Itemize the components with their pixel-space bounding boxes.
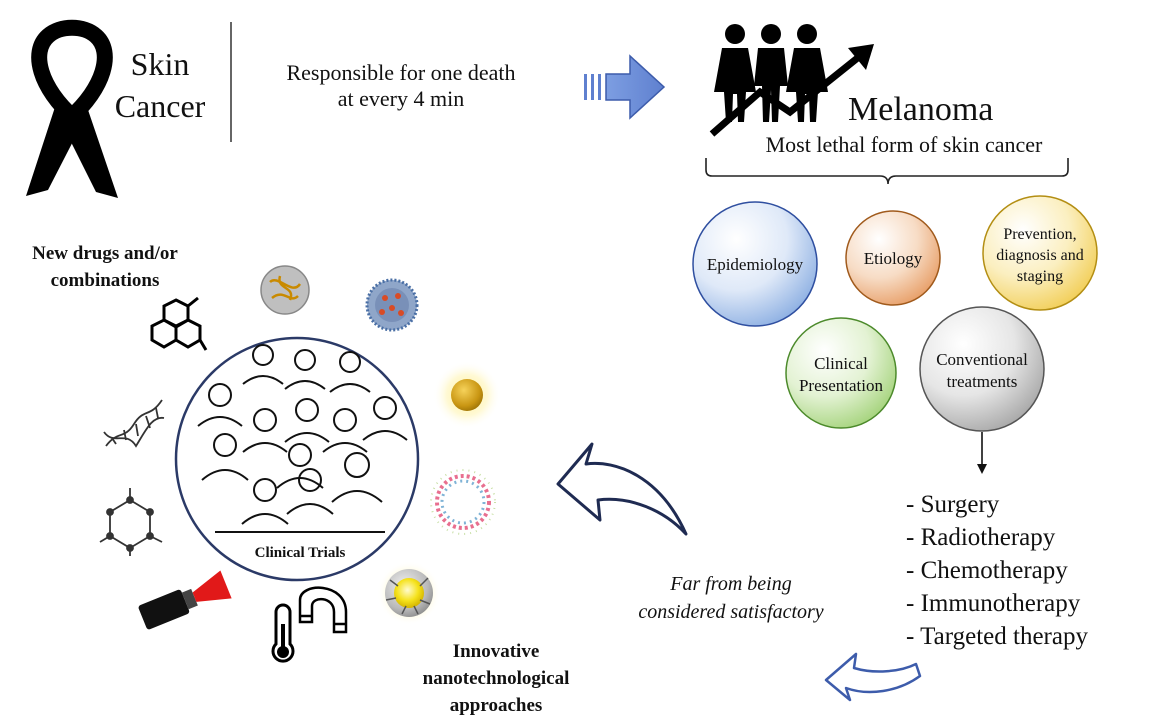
thermometer-magnet-icon <box>271 586 348 663</box>
assessment-line2: considered satisfactory <box>638 601 823 623</box>
topic-label: Prevention, <box>1003 226 1076 243</box>
melanoma-title: Melanoma <box>848 91 993 128</box>
topic-label: Presentation <box>799 376 884 395</box>
molecule-hexagon-icon <box>99 488 163 556</box>
treatment-item: - Chemotherapy <box>906 557 1068 584</box>
topic-label: Conventional <box>936 350 1028 369</box>
curved-arrow-small-icon <box>824 652 922 702</box>
death-rate-line1: Responsible for one death <box>286 60 515 85</box>
topic-label: Epidemiology <box>707 255 804 274</box>
topic-bubble-conventional-treatments: Conventional treatments <box>919 306 1045 432</box>
topic-bubble-prevention: Prevention, diagnosis and staging <box>982 195 1098 311</box>
nano-line1: Innovative <box>453 641 540 662</box>
gold-nanoparticle-icon <box>433 361 501 429</box>
new-drugs-line1: New drugs and/or <box>32 243 178 264</box>
treatment-item: - Targeted therapy <box>906 623 1088 650</box>
patients-group-icon <box>197 344 408 525</box>
topic-label: staging <box>1017 268 1063 285</box>
dna-helix-icon <box>103 399 165 448</box>
clinical-trials-label: Clinical Trials <box>255 545 346 561</box>
treatments-list: - Surgery - Radiotherapy - Chemotherapy … <box>906 491 1088 650</box>
arrow-right-icon <box>584 54 666 120</box>
arrow-down-icon <box>977 432 987 474</box>
nano-line2: nanotechnological <box>423 668 570 689</box>
melanoma-subtitle: Most lethal form of skin cancer <box>766 132 1043 157</box>
death-rate-line2: at every 4 min <box>338 86 464 111</box>
micelle-nanoparticle-icon <box>430 469 496 535</box>
treatment-item: - Surgery <box>906 491 1000 518</box>
skin-word: Skin <box>131 46 190 82</box>
new-drugs-line2: combinations <box>51 270 160 291</box>
treatment-item: - Immunotherapy <box>906 590 1081 617</box>
topic-label: Clinical <box>814 354 868 373</box>
cancer-word: Cancer <box>115 88 206 124</box>
treatment-item: - Radiotherapy <box>906 524 1056 551</box>
molecule-rings-icon <box>150 296 208 351</box>
topic-bubble-epidemiology: Epidemiology <box>692 201 818 327</box>
people-icon <box>714 24 828 122</box>
laser-icon <box>138 570 232 630</box>
nano-line3: approaches <box>450 695 543 716</box>
topic-bubble-clinical-presentation: Clinical Presentation <box>785 317 897 429</box>
topic-label: treatments <box>947 372 1018 391</box>
curved-arrow-large-icon <box>556 442 688 536</box>
rising-trend-icon <box>709 44 874 137</box>
topic-label: diagnosis and <box>996 247 1084 264</box>
clinical-trials-circle: Clinical Trials <box>174 336 420 582</box>
melanoma-brace <box>705 158 1069 185</box>
polymeric-nanoparticle-icon <box>260 265 310 315</box>
topic-bubble-etiology: Etiology <box>845 210 941 306</box>
coated-nanoparticle-icon <box>377 561 441 625</box>
assessment-line1: Far from being <box>669 573 791 595</box>
topic-label: Etiology <box>864 249 923 268</box>
liposome-nanoparticle-icon <box>365 278 419 332</box>
awareness-ribbon-icon <box>26 19 118 198</box>
